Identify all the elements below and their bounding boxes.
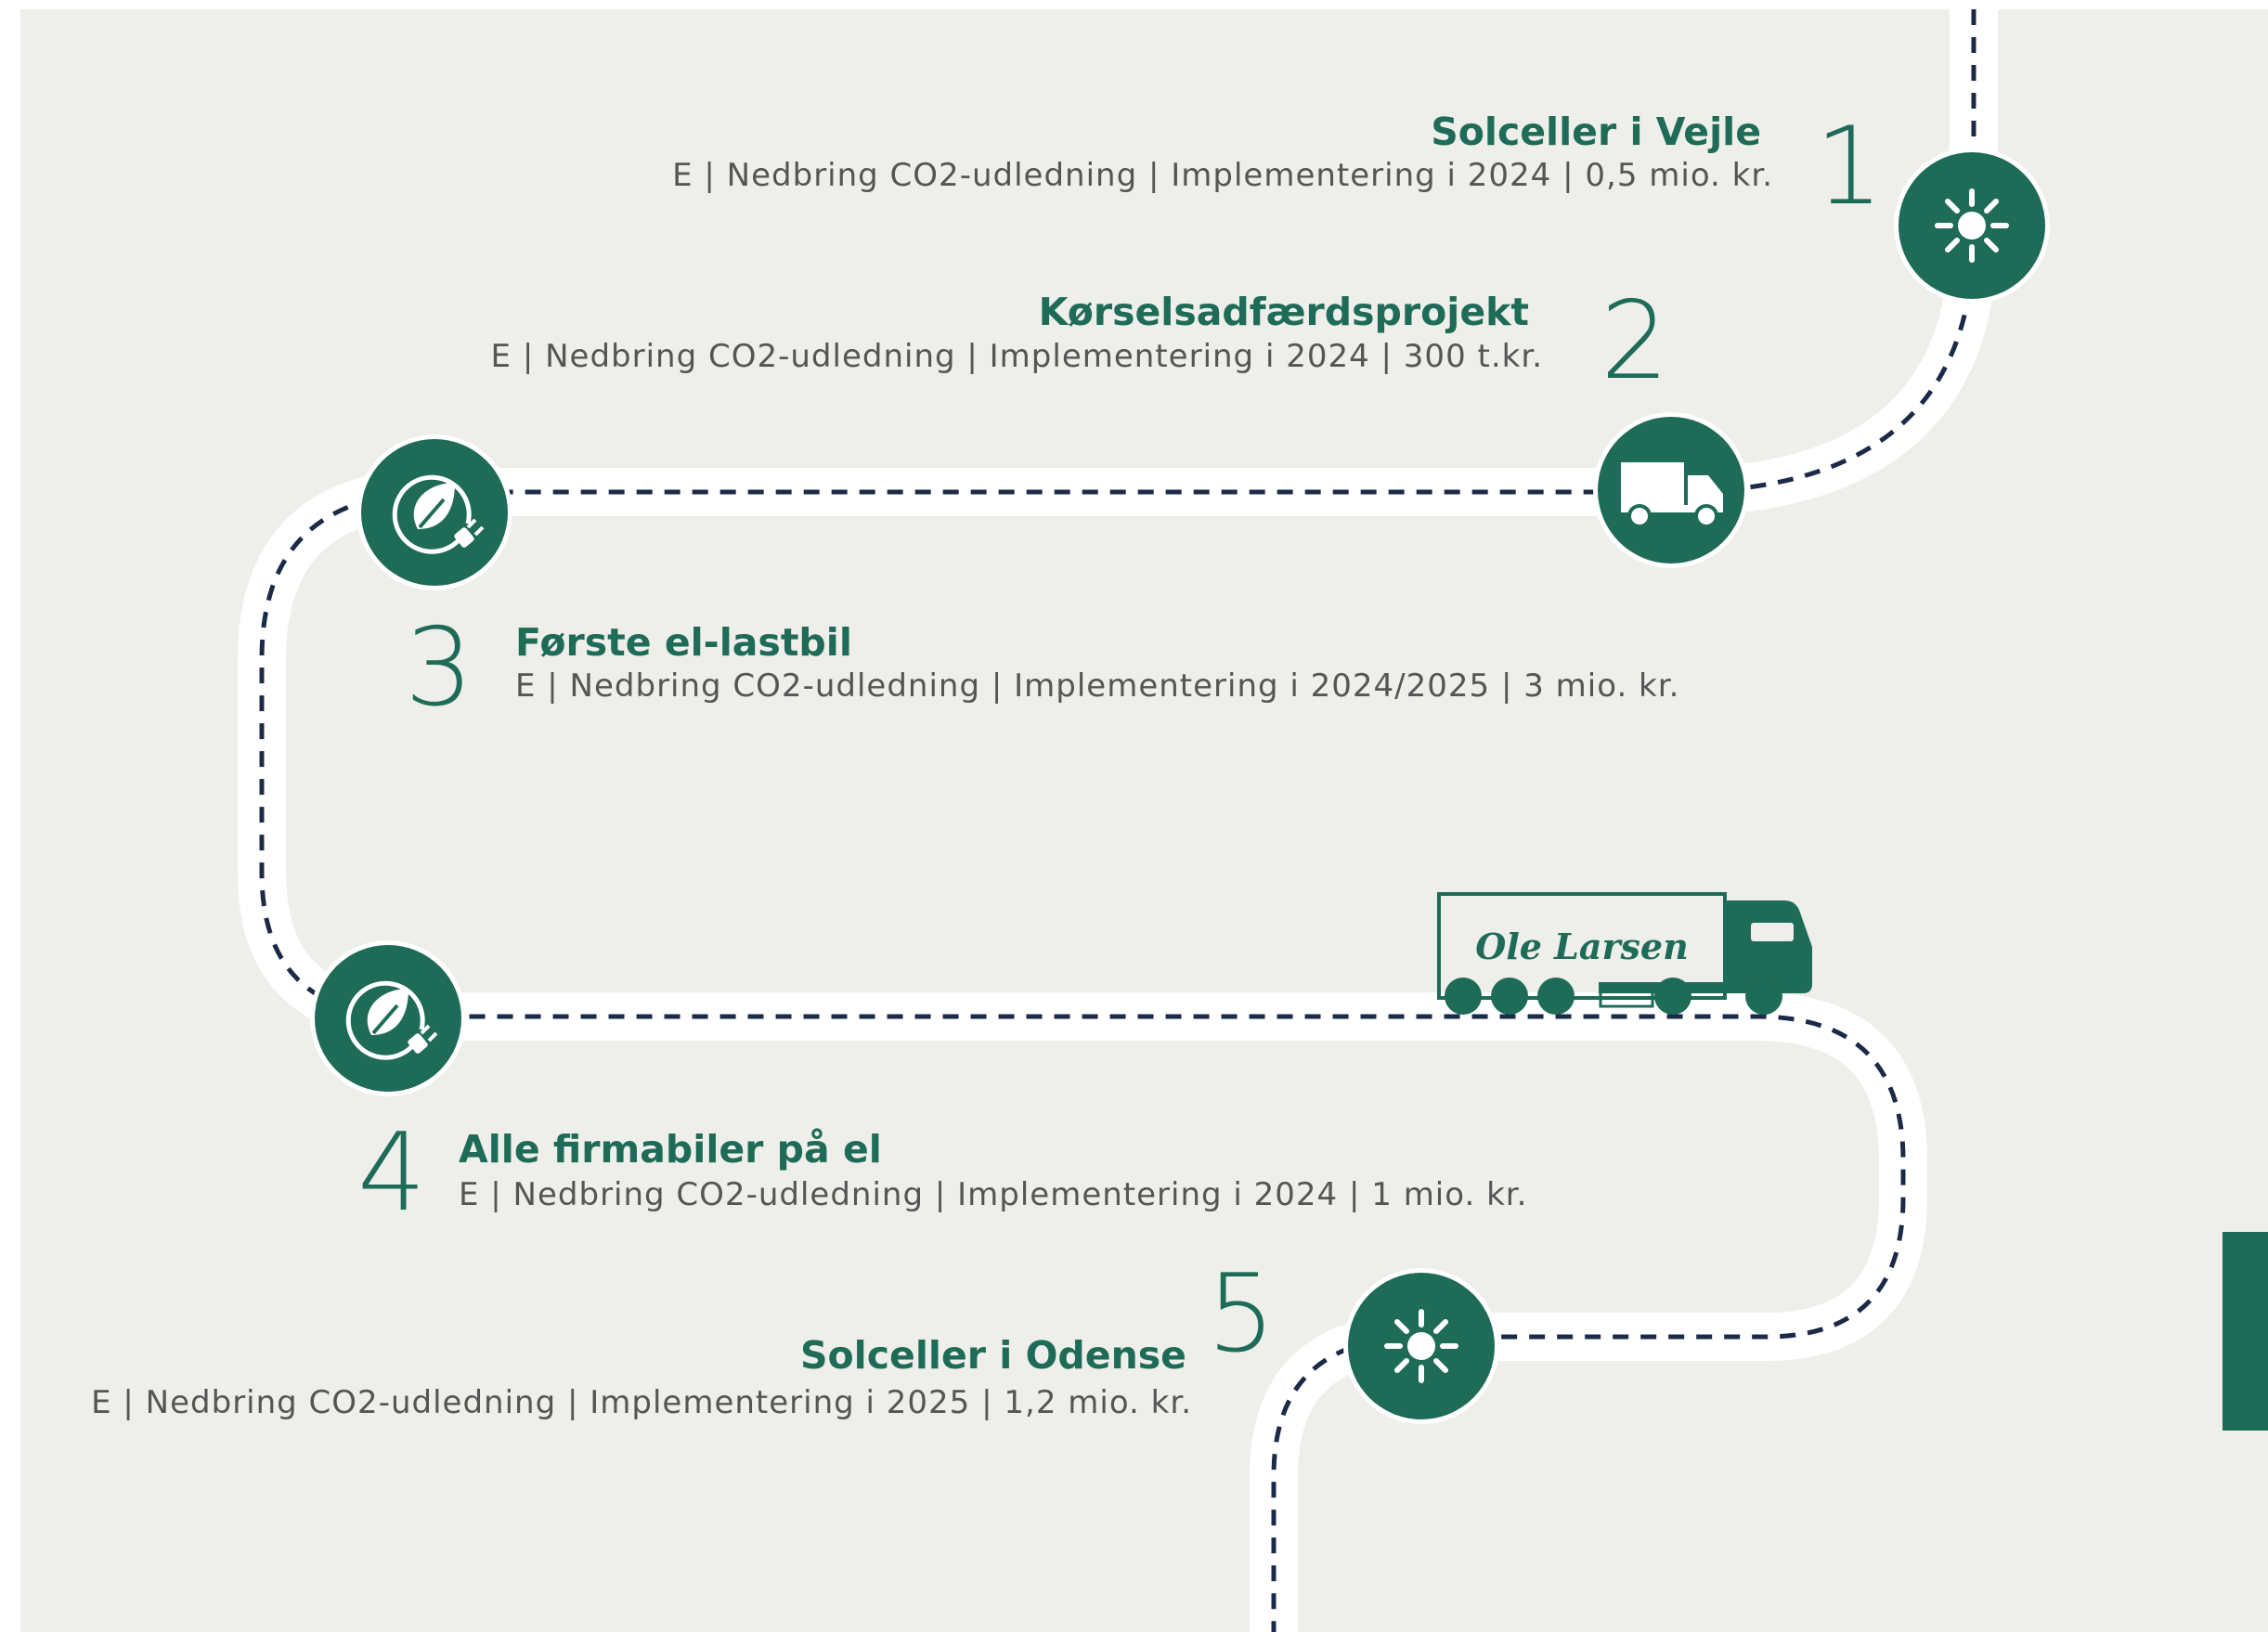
milestone-1-sun-icon bbox=[1894, 148, 2050, 304]
ole-larsen-truck: Ole Larsen bbox=[1437, 892, 1812, 1015]
roadmap-canvas: Ole Larsen bbox=[20, 9, 2268, 1632]
milestone-1-title: Solceller i Vejle bbox=[1431, 110, 1761, 154]
milestone-4-description: E | Nedbring CO2-udledning | Implementer… bbox=[459, 1176, 1528, 1213]
milestone-5-description: E | Nedbring CO2-udledning | Implementer… bbox=[91, 1384, 1192, 1421]
roadmap-road: Ole Larsen bbox=[238, 9, 2050, 1632]
side-tab[interactable] bbox=[2223, 1232, 2268, 1431]
milestone-3-leaf-plug-icon bbox=[356, 434, 512, 590]
milestone-1-number: 1 bbox=[1815, 104, 1884, 229]
milestone-5-sun-icon bbox=[1343, 1268, 1499, 1424]
milestone-4-title: Alle firmabiler på el bbox=[459, 1127, 882, 1172]
milestone-3-description: E | Nedbring CO2-udledning | Implementer… bbox=[515, 667, 1680, 705]
milestone-1-description: E | Nedbring CO2-udledning | Implementer… bbox=[672, 157, 1773, 194]
milestone-5-number: 5 bbox=[1207, 1251, 1276, 1377]
milestone-4-number: 4 bbox=[357, 1110, 426, 1236]
milestone-2-title: Kørselsadfærdsprojekt bbox=[1038, 290, 1529, 334]
milestone-5-title: Solceller i Odense bbox=[799, 1333, 1186, 1378]
truck-logo-text: Ole Larsen bbox=[1475, 926, 1689, 967]
milestone-2-number: 2 bbox=[1601, 278, 1669, 404]
milestone-2-description: E | Nedbring CO2-udledning | Implementer… bbox=[490, 338, 1543, 375]
milestone-2-truck-icon bbox=[1593, 412, 1749, 568]
milestone-3-number: 3 bbox=[405, 605, 473, 731]
milestone-4-leaf-plug-icon bbox=[310, 940, 466, 1096]
milestone-3-title: Første el-lastbil bbox=[515, 620, 852, 665]
